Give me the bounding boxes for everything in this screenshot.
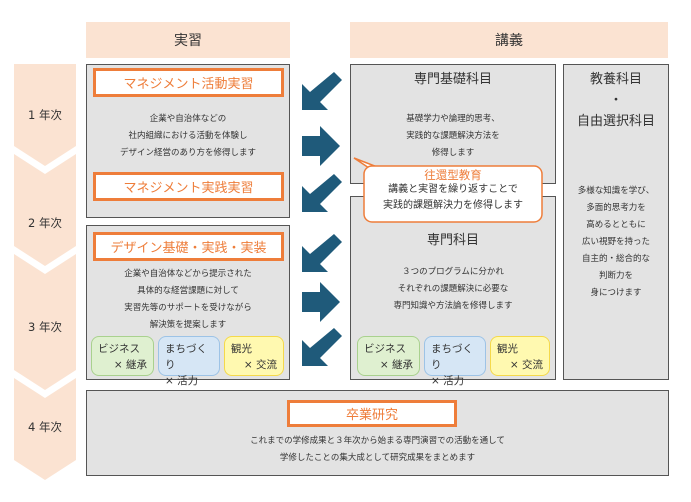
year-label-3: 3 年次 (28, 320, 62, 334)
arrow-right-2 (302, 282, 340, 322)
specialized-desc: ３つのプログラムに分かれ それぞれの課題解決に必要な 専門知識や方法論を修得しま… (393, 267, 513, 311)
callout-line-2: 実践的課題解決力を修得します (383, 200, 523, 211)
chevron-year-3 (14, 254, 76, 390)
practice-tag-town: まちづくり× 活力 (158, 336, 220, 387)
liberal-title-2: 自由選択科目 (576, 114, 655, 129)
lecture-basic-panel (350, 64, 556, 184)
arrow-down-left-3 (302, 234, 342, 272)
specialized-title: 専門科目 (426, 233, 479, 248)
arrow-right-1 (302, 126, 340, 166)
practice-tag-tourism: 観光× 交流 (224, 336, 284, 376)
chevron-year-2 (14, 154, 76, 266)
practice-tag-business: ビジネス× 継承 (91, 336, 154, 376)
mgmt-activity-desc: 企業や自治体などの 社内組織における活動を体験し デザイン経営のあり方を修得しま… (119, 114, 256, 158)
callout-shape (353, 157, 543, 223)
year-label-1: 1 年次 (28, 108, 62, 122)
header-practice: 実習 (86, 22, 290, 58)
liberal-title-1: 教養科目 (589, 72, 642, 87)
callout-content: 往還型教育 講義と実習を繰り返すことで 実践的課題解決力を修得します (364, 168, 542, 214)
graduation-desc: これまでの学修成果と３年次から始まる専門演習での活動を通して 学修したことの集大… (250, 436, 505, 463)
basic-desc: 基礎学力や論理的思考、 実践的な課題解決方法を 修得します (406, 114, 500, 158)
liberal-desc: 多様な知識を学び、 多面的思考力を 高めるとともに 広い視野を持った 自主的・総… (577, 186, 655, 298)
design-title: デザイン基礎・実践・実装 (93, 232, 284, 261)
header-lecture: 講義 (350, 22, 668, 58)
arrow-down-left-2 (302, 174, 342, 212)
liberal-dot: ・ (609, 93, 623, 108)
lecture-tag-town: まちづくり× 活力 (424, 336, 486, 387)
mgmt-practice-title: マネジメント実践実習 (93, 172, 284, 201)
chevron-year-1 (14, 64, 76, 166)
lecture-tag-business: ビジネス× 継承 (357, 336, 420, 376)
design-desc: 企業や自治体などから提示された 具体的な経営課題に対して 実習先等のサポートを受… (124, 269, 252, 330)
callout-line-1: 講義と実習を繰り返すことで (388, 184, 518, 195)
year-chevrons (14, 64, 76, 480)
basic-title: 専門基礎科目 (413, 72, 492, 87)
graduation-title: 卒業研究 (287, 400, 457, 427)
callout-title: 往還型教育 (424, 168, 482, 182)
arrows (302, 72, 342, 366)
mgmt-activity-title: マネジメント活動実習 (93, 68, 284, 97)
year-label-2: 2 年次 (28, 216, 62, 230)
liberal-panel (563, 64, 669, 380)
arrow-down-left-1 (302, 72, 342, 110)
arrow-down-left-4 (302, 328, 342, 366)
year-label-4: 4 年次 (28, 420, 62, 434)
lecture-tag-tourism: 観光× 交流 (490, 336, 550, 376)
chevron-year-4 (14, 378, 76, 480)
